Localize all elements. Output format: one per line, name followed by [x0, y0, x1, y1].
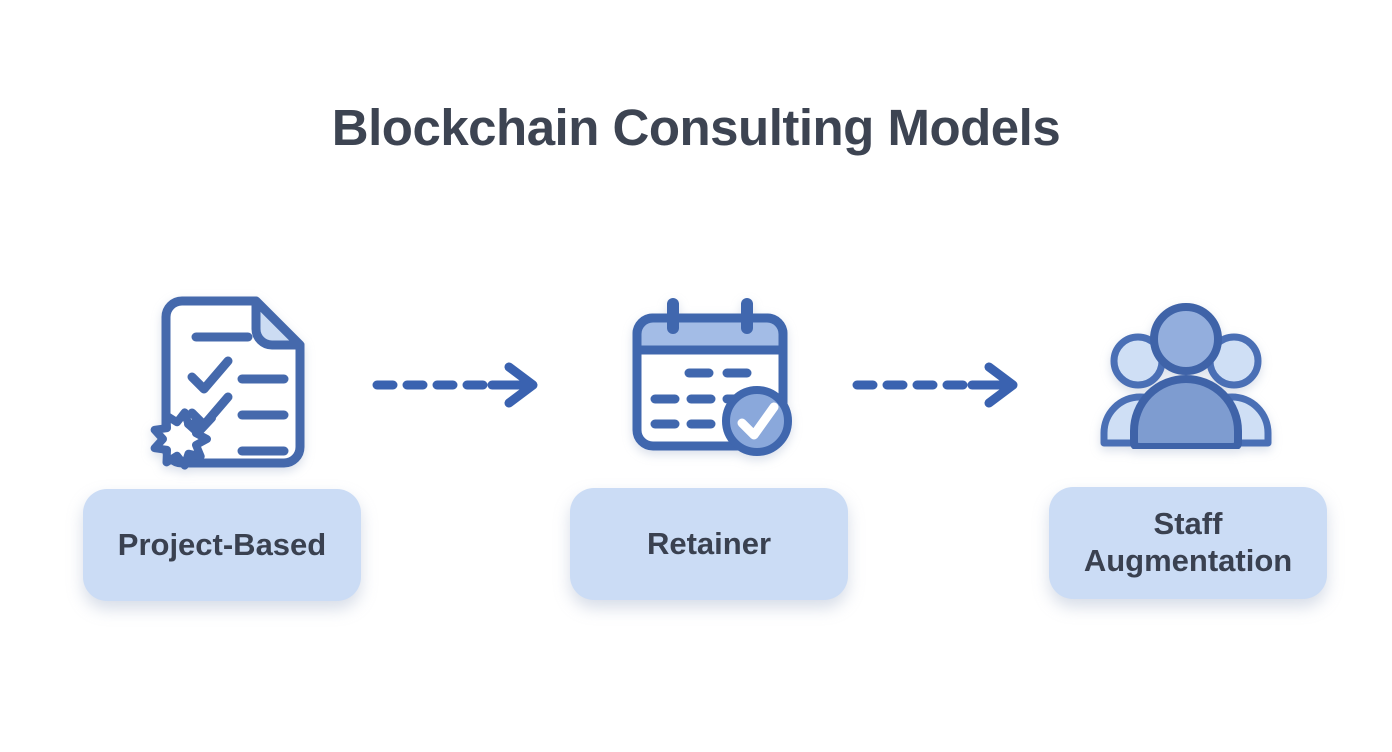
- node-staff-augmentation: Staff Augmentation: [1049, 487, 1327, 599]
- page-title: Blockchain Consulting Models: [331, 99, 1061, 156]
- node-label: Project-Based: [117, 526, 327, 562]
- checklist-document-icon: [150, 296, 305, 470]
- dashed-arrow-icon: [852, 362, 1018, 408]
- node-label: Retainer: [646, 525, 772, 561]
- calendar-check-icon: [632, 298, 792, 456]
- check-badge-icon: [722, 386, 792, 456]
- node-retainer: Retainer: [570, 488, 848, 600]
- team-icon: [1100, 303, 1272, 449]
- node-label: Staff Augmentation: [1083, 506, 1293, 578]
- node-project-based: Project-Based: [83, 489, 361, 601]
- dashed-arrow-icon: [372, 362, 538, 408]
